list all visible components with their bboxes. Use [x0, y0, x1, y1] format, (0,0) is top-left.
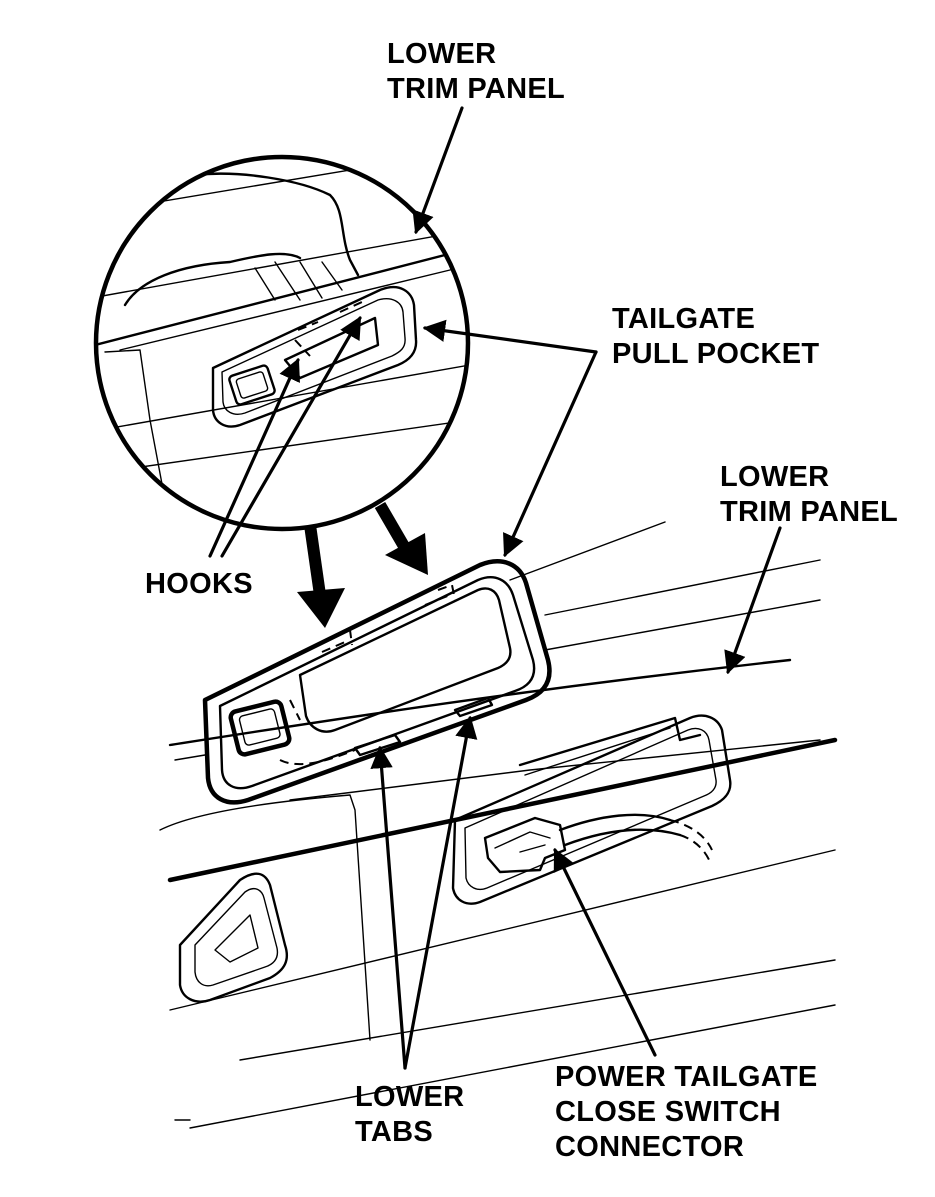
- tailgate-surface: [159, 521, 838, 1129]
- label-hooks: HOOKS: [145, 568, 253, 600]
- label-lower-tabs-line2: TABS: [355, 1116, 433, 1148]
- pull-pocket-removed: [202, 559, 552, 805]
- label-lower-tabs-line1: LOWER: [355, 1081, 464, 1113]
- label-lower-trim-panel-right-line1: LOWER: [720, 461, 829, 493]
- label-connector-line1: POWER TAILGATE: [555, 1061, 818, 1093]
- label-lower-trim-panel-right-line2: TRIM PANEL: [720, 496, 898, 528]
- label-connector-line3: CONNECTOR: [555, 1131, 744, 1163]
- detail-circle: [93, 154, 471, 532]
- label-lower-trim-panel-top-line2: TRIM PANEL: [387, 73, 565, 105]
- label-connector-line2: CLOSE SWITCH: [555, 1096, 781, 1128]
- label-lower-trim-panel-top-line1: LOWER: [387, 38, 496, 70]
- leader-lines: [208, 106, 782, 1070]
- connector-recess: [451, 714, 732, 905]
- label-tailgate-pull-pocket-line2: PULL POCKET: [612, 338, 819, 370]
- label-tailgate-pull-pocket-line1: TAILGATE: [612, 303, 755, 335]
- removal-direction-arrows: [297, 501, 428, 628]
